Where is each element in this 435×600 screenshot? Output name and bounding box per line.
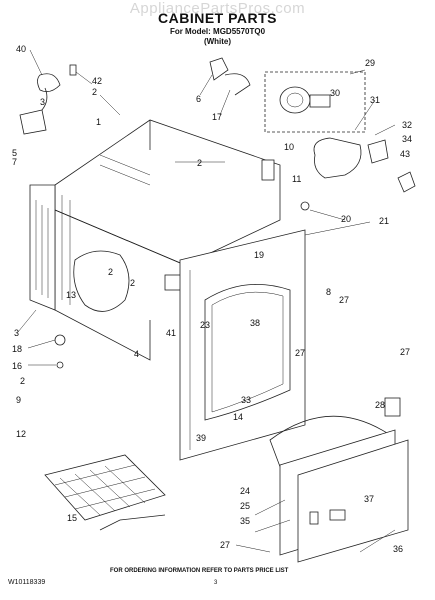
callout-label: 13 <box>66 290 76 300</box>
callout-label: 42 <box>92 76 102 86</box>
callout-label: 25 <box>240 501 250 511</box>
callout-label: 14 <box>233 412 243 422</box>
callout-label: 17 <box>212 112 222 122</box>
screw-20 <box>300 201 310 211</box>
callout-label: 39 <box>196 433 206 443</box>
model-label: For Model: MGD5570TQ0 <box>169 27 266 36</box>
callout-label: 27 <box>400 347 410 357</box>
callout-label: 34 <box>402 134 412 144</box>
callout-label: 12 <box>16 429 26 439</box>
callout-label: 24 <box>240 486 250 496</box>
callout-label: 2 <box>197 158 202 168</box>
callout-label: 32 <box>402 120 412 130</box>
callout-label: 31 <box>370 95 380 105</box>
callout-label: 15 <box>67 513 77 523</box>
callout-label: 3 <box>40 97 45 107</box>
hinge <box>384 397 401 417</box>
callout-label: 10 <box>284 142 294 152</box>
callout-label: 40 <box>16 44 26 54</box>
callout-label: 27 <box>339 295 349 305</box>
foot-18 <box>54 334 66 346</box>
callout-label: 30 <box>330 88 340 98</box>
color-label: (White) <box>203 37 232 46</box>
callout-label: 18 <box>12 344 22 354</box>
callout-label: 5 <box>12 148 17 158</box>
callout-label: 23 <box>200 320 210 330</box>
callout-label: 33 <box>241 395 251 405</box>
callout-label: 16 <box>12 361 22 371</box>
callout-label: 6 <box>196 94 201 104</box>
watermark: AppliancePartsPros.com <box>129 0 306 17</box>
callout-label: 2 <box>108 267 113 277</box>
callout-label: 8 <box>326 287 331 297</box>
callout-label: 2 <box>20 376 25 386</box>
base-grille <box>44 454 166 531</box>
callout-label: 20 <box>341 214 351 224</box>
leader-lines <box>17 49 396 553</box>
callout-label: 4 <box>134 349 139 359</box>
door-assembly <box>269 415 409 563</box>
callout-label: 19 <box>254 250 264 260</box>
callout-label: 36 <box>393 544 403 554</box>
callout-label: 1 <box>96 117 101 127</box>
callout-label: 11 <box>292 174 301 184</box>
callout-label: 27 <box>220 540 230 550</box>
drive-belt <box>313 137 362 179</box>
callout-label: 43 <box>400 149 410 159</box>
bracket <box>19 109 47 135</box>
callout-labels: 40 42 3 2 1 5 7 6 17 29 30 31 32 34 43 2… <box>12 44 412 554</box>
page-number: 3 <box>214 580 218 586</box>
ordering-note: FOR ORDERING INFORMATION REFER TO PARTS … <box>110 568 289 574</box>
harness <box>224 73 251 96</box>
callout-label: 2 <box>130 278 135 288</box>
document-number: W10118339 <box>8 579 46 586</box>
callout-label: 9 <box>16 395 21 405</box>
page-title: CABINET PARTS <box>157 10 278 26</box>
callout-label: 41 <box>166 328 176 338</box>
callout-label: 35 <box>240 516 250 526</box>
leveling-leg <box>56 361 64 369</box>
callout-label: 21 <box>379 216 389 226</box>
callout-label: 37 <box>364 494 374 504</box>
power-cord <box>37 64 77 111</box>
bracket-43 <box>397 171 416 193</box>
callout-label: 2 <box>92 87 97 97</box>
motor-assembly <box>264 71 366 133</box>
callout-label: 38 <box>250 318 260 328</box>
bracket-upper <box>209 57 229 81</box>
bracket-34 <box>367 139 389 164</box>
callout-label: 28 <box>375 400 385 410</box>
callout-label: 27 <box>295 348 305 358</box>
switch-10 <box>261 159 275 181</box>
callout-label: 7 <box>12 157 17 167</box>
callout-label: 3 <box>14 328 19 338</box>
callout-label: 29 <box>365 58 375 68</box>
front-panel <box>179 229 306 461</box>
